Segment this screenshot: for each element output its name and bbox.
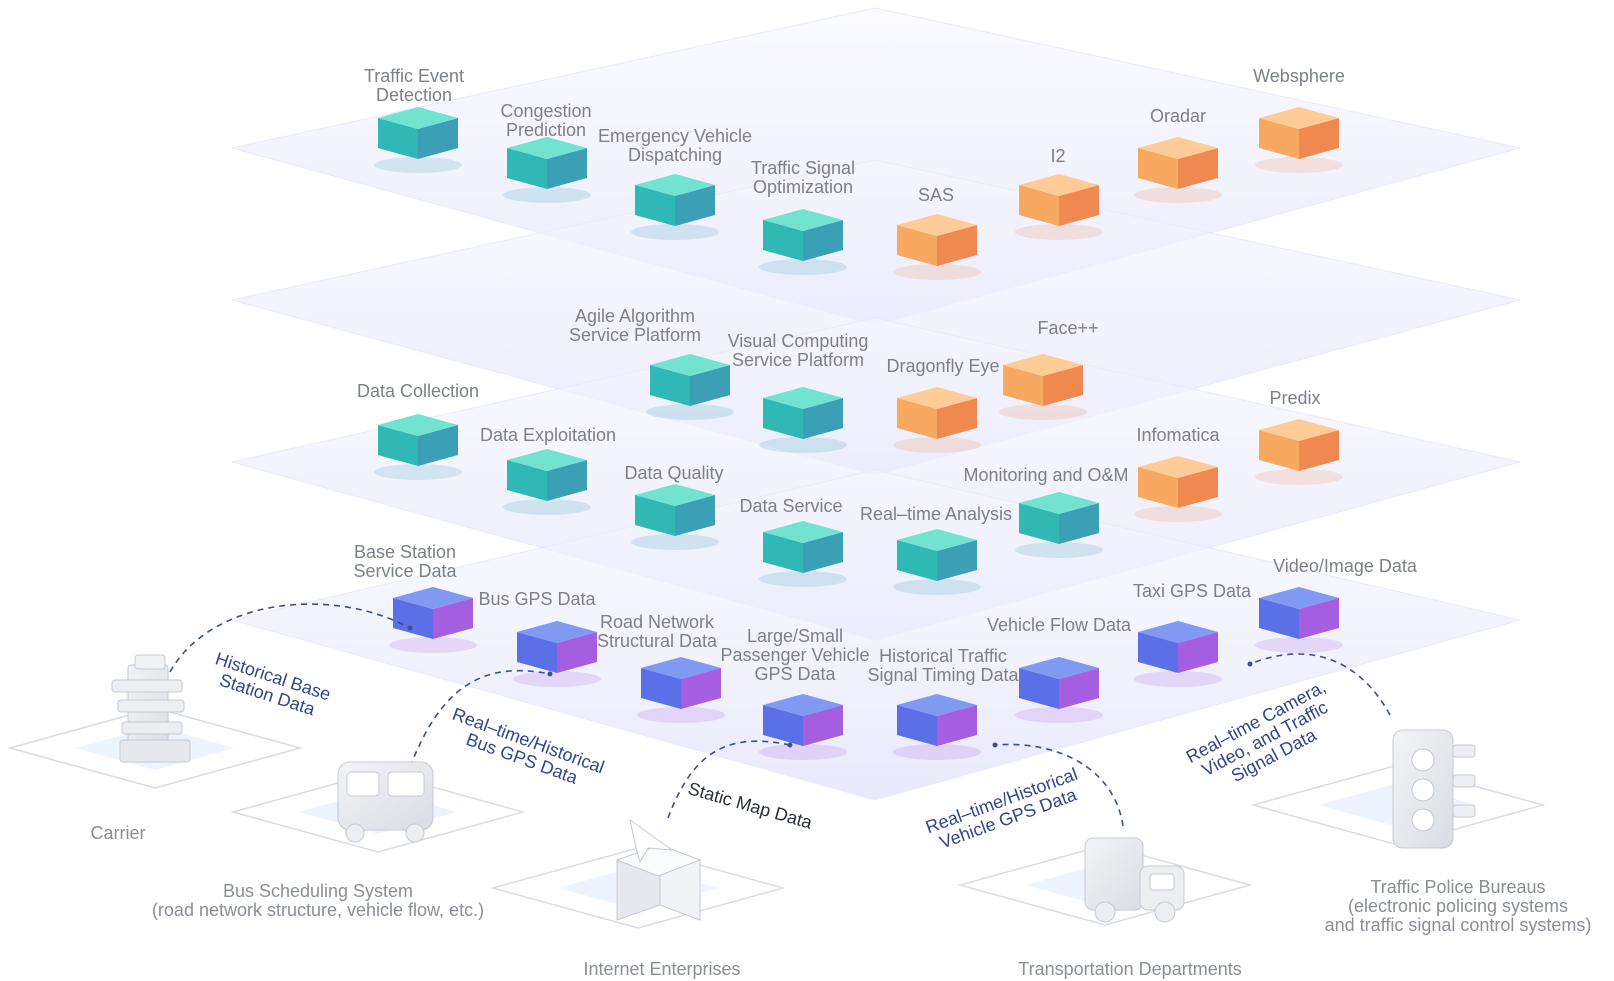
module-cube-websphere bbox=[1255, 107, 1343, 173]
module-label-data-exploitation: Data Exploitation bbox=[479, 425, 617, 445]
flow-arrow-base-station bbox=[169, 603, 413, 673]
module-cube-sas bbox=[893, 214, 981, 280]
module-label-infomatica: Infomatica bbox=[1136, 425, 1220, 445]
source-label-carrier: Carrier bbox=[90, 823, 146, 843]
module-label-visual-computing-service-platform: Visual Computing Service Platform bbox=[727, 331, 869, 370]
module-cube-i2 bbox=[1015, 174, 1103, 240]
module-label-agile-algorithm-service-platform: Agile Algorithm Service Platform bbox=[568, 306, 702, 345]
module-cube-emergency-vehicle-dispatching bbox=[631, 174, 719, 240]
module-cube-face bbox=[999, 354, 1087, 420]
module-label-emergency-vehicle-dispatching: Emergency Vehicle Dispatching bbox=[597, 126, 753, 165]
flow-arrow-police-data bbox=[1247, 653, 1391, 716]
module-label-base-station-service-data: Base Station Service Data bbox=[353, 542, 457, 581]
module-label-taxi-gps-data: Taxi GPS Data bbox=[1132, 581, 1252, 601]
module-label-video-image-data: Video/Image Data bbox=[1273, 556, 1417, 576]
traffic-light-icon bbox=[1392, 729, 1476, 849]
source-label-transportation-departments: Transportation Departments bbox=[1018, 959, 1242, 979]
module-label-traffic-signal-optimization: Traffic Signal Optimization bbox=[750, 158, 856, 197]
module-label-sas: SAS bbox=[917, 185, 955, 205]
module-cube-video-image-data bbox=[1255, 587, 1343, 653]
module-cube-taxi-gps-data bbox=[1134, 621, 1222, 687]
module-cube-traffic-event-detection bbox=[374, 107, 462, 173]
module-label-traffic-event-detection: Traffic Event Detection bbox=[363, 66, 465, 105]
module-cube-large-small-passenger-vehicle-gps-data bbox=[759, 694, 847, 760]
module-cube-congestion-prediction bbox=[503, 137, 591, 203]
bus-icon bbox=[337, 761, 434, 843]
module-cube-real-time-analysis bbox=[893, 529, 981, 595]
module-label-face: Face++ bbox=[1037, 318, 1099, 338]
module-cube-data-collection bbox=[374, 414, 462, 480]
module-label-data-quality: Data Quality bbox=[624, 463, 724, 483]
module-cube-visual-computing-service-platform bbox=[759, 387, 847, 453]
module-cube-traffic-signal-optimization bbox=[759, 209, 847, 275]
module-cube-road-network-structural-data bbox=[637, 657, 725, 723]
module-cube-oradar bbox=[1134, 137, 1222, 203]
module-label-vehicle-flow-data: Vehicle Flow Data bbox=[986, 615, 1132, 635]
module-label-dragonfly-eye: Dragonfly Eye bbox=[886, 356, 1000, 376]
module-label-large-small-passenger-vehicle-gps-data: Large/Small Passenger Vehicle GPS Data bbox=[720, 626, 870, 684]
module-cube-vehicle-flow-data bbox=[1015, 657, 1103, 723]
module-label-congestion-prediction: Congestion Prediction bbox=[500, 101, 592, 140]
module-label-i2: I2 bbox=[1050, 146, 1066, 166]
module-label-predix: Predix bbox=[1269, 388, 1321, 408]
module-cube-data-exploitation bbox=[503, 449, 591, 515]
truck-icon bbox=[1084, 837, 1185, 923]
source-label-bus-scheduling-system: Bus Scheduling System (road network stru… bbox=[151, 881, 485, 920]
module-cube-predix bbox=[1255, 419, 1343, 485]
flow-arrow-bus-gps bbox=[409, 669, 553, 768]
module-label-road-network-structural-data: Road Network Structural Data bbox=[596, 612, 718, 651]
module-label-real-time-analysis: Real–time Analysis bbox=[859, 504, 1013, 524]
flow-arrow-vehicle-gps bbox=[992, 742, 1124, 827]
module-label-monitoring-and-o-m: Monitoring and O&M bbox=[963, 465, 1129, 485]
module-cube-data-quality bbox=[631, 484, 719, 550]
module-label-bus-gps-data: Bus GPS Data bbox=[478, 589, 596, 609]
source-label-internet-enterprises: Internet Enterprises bbox=[583, 959, 741, 979]
module-cube-dragonfly-eye bbox=[893, 387, 981, 453]
module-label-data-collection: Data Collection bbox=[356, 381, 480, 401]
cell-tower-icon bbox=[111, 654, 191, 763]
module-cube-historical-traffic-signal-timing-data bbox=[893, 694, 981, 760]
module-label-data-service: Data Service bbox=[739, 496, 843, 516]
module-label-websphere: Websphere bbox=[1253, 66, 1345, 86]
flow-arrow-static-map bbox=[667, 740, 793, 819]
paper-plane-icon bbox=[615, 818, 702, 921]
module-cube-infomatica bbox=[1134, 456, 1222, 522]
module-cube-agile-algorithm-service-platform bbox=[646, 354, 734, 420]
module-cube-monitoring-and-o-m bbox=[1015, 492, 1103, 558]
source-label-traffic-police-bureaus: Traffic Police Bureaus (electronic polic… bbox=[1324, 877, 1592, 935]
module-cube-data-service bbox=[759, 521, 847, 587]
module-label-historical-traffic-signal-timing-data: Historical Traffic Signal Timing Data bbox=[867, 646, 1019, 685]
module-cube-bus-gps-data bbox=[513, 621, 601, 687]
module-label-oradar: Oradar bbox=[1149, 106, 1207, 126]
data-source-layer-plane bbox=[231, 469, 1521, 801]
module-cube-base-station-service-data bbox=[389, 587, 477, 653]
